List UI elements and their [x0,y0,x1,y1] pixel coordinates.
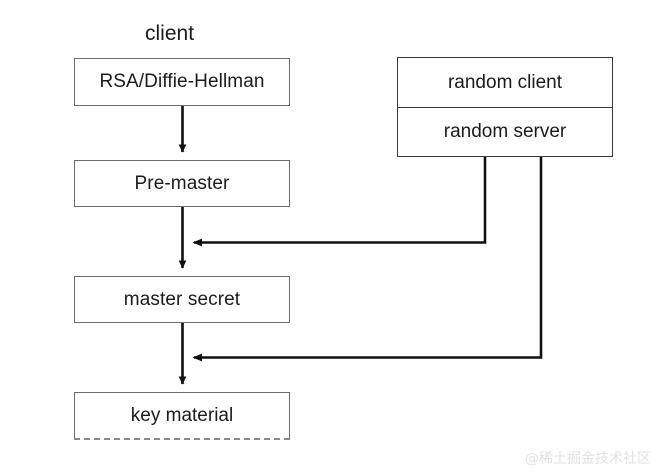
node-random-server[interactable]: random server [398,108,612,155]
node-master-secret[interactable]: master secret [74,276,290,323]
group-divider [398,107,612,108]
connector-random-server-to-key-material [192,157,543,362]
page-title: client [145,22,195,45]
node-pre-master[interactable]: Pre-master [74,160,290,207]
node-rsa-diffie-hellman[interactable]: RSA/Diffie-Hellman [74,58,290,106]
node-random-client[interactable]: random client [398,58,612,107]
connector-random-client-to-master-secret [192,157,487,247]
node-label: key material [130,404,234,426]
node-label: random client [447,71,563,93]
group-random-values: random client random server [397,57,613,157]
node-label: master secret [123,288,241,310]
node-label: Pre-master [134,172,230,194]
node-label: RSA/Diffie-Hellman [99,71,265,92]
node-key-material[interactable]: key material [74,392,290,440]
node-label: random server [443,120,567,142]
watermark-text: @稀土掘金技术社区 [525,451,651,467]
